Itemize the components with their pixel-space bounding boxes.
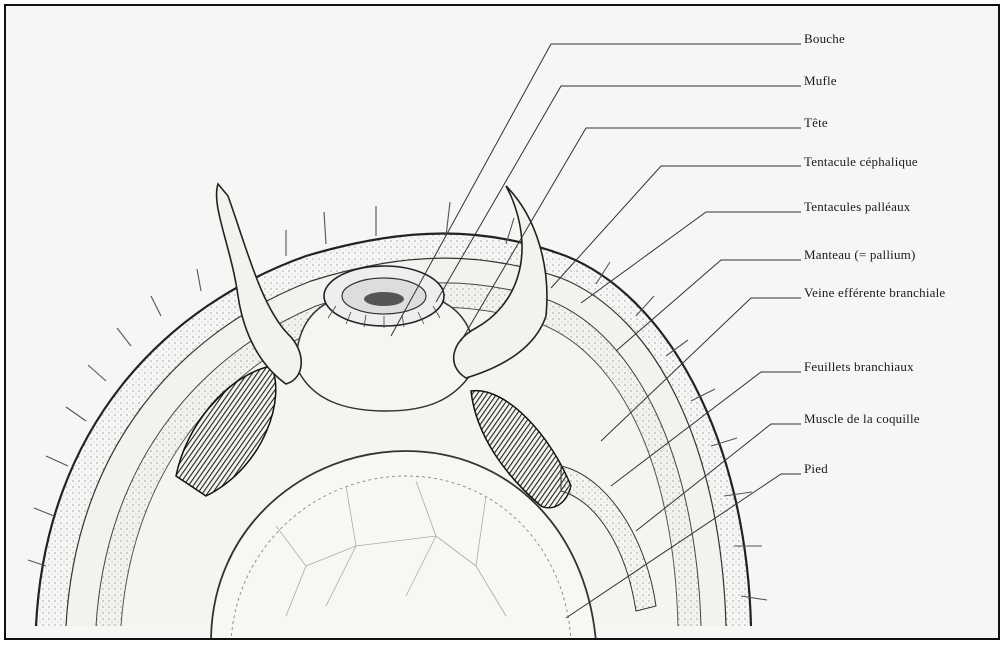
label-feuillets-branchiaux: Feuillets branchiaux — [804, 359, 914, 375]
label-manteau: Manteau (= pallium) — [804, 247, 916, 263]
label-tete: Tête — [804, 115, 828, 131]
label-veine-efferente: Veine efférente branchiale — [804, 285, 945, 301]
label-mufle: Mufle — [804, 73, 837, 89]
label-pied: Pied — [804, 461, 828, 477]
limpet-anatomy-drawing — [6, 6, 1000, 640]
label-muscle-coquille: Muscle de la coquille — [804, 411, 920, 427]
label-tentacules-palleaux: Tentacules palléaux — [804, 199, 910, 215]
diagram-frame: Bouche Mufle Tête Tentacule céphalique T… — [4, 4, 1000, 640]
label-bouche: Bouche — [804, 31, 845, 47]
label-tentacule-cephalique: Tentacule céphalique — [804, 154, 918, 170]
